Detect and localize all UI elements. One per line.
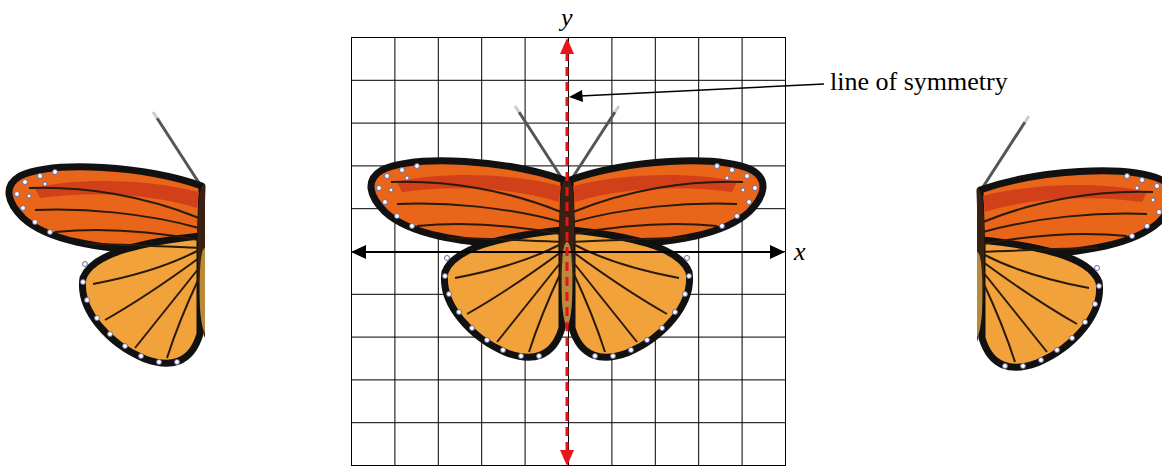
butterfly-right-wings [567,106,763,359]
callout-label: line of symmetry [830,68,1008,97]
right-half-butterfly [977,116,1162,369]
grid [351,37,786,466]
axis-label: x [794,238,806,267]
leader-line [569,84,824,102]
left-half-butterfly [9,112,205,365]
y-axis [560,38,574,466]
axis-label: y [561,4,573,33]
butterfly-left-wings [371,106,567,359]
